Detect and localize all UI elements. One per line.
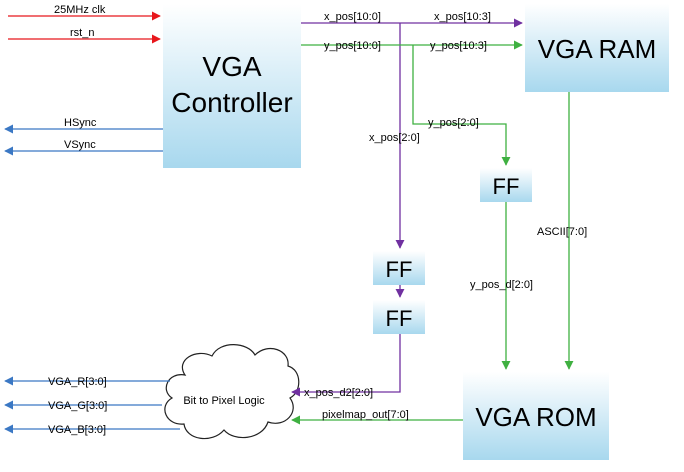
vga-rom-title: VGA ROM [475,402,596,432]
clk-label: 25MHz clk [54,4,106,16]
vga-b-wire: VGA_B[3:0] [4,424,180,436]
bit-to-pixel-logic-cloud: Bit to Pixel Logic [164,344,300,440]
pixel-logic-label: Bit to Pixel Logic [183,395,265,407]
vga-ram-block: VGA RAM [525,4,669,92]
ff-x1-block: FF [373,251,425,285]
y-pos-out-label: y_pos[10:0] [324,40,381,52]
hsync-label: HSync [64,117,97,129]
vga-g-label: VGA_G[3:0] [48,400,107,412]
pixelmap-label: pixelmap_out[7:0] [322,409,409,421]
vga-r-label: VGA_R[3:0] [48,376,107,388]
vga-ram-title: VGA RAM [538,34,656,64]
vsync-wire: VSync [4,139,163,156]
x-pos-d2-label: x_pos_d2[2:0] [304,387,373,399]
vga-g-wire: VGA_G[3:0] [4,400,162,412]
ff-x1-label: FF [386,257,413,282]
y-pos-ram-label: y_pos[10:3] [430,40,487,52]
ff-x2-label: FF [386,306,413,331]
ascii-label: ASCII[7:0] [537,226,587,238]
x-pos-wire: x_pos[10:0] x_pos[10:3] x_pos[2:0] x_pos… [291,11,523,399]
y-pos-wire: y_pos[10:0] y_pos[10:3] y_pos[2:0] ASCII… [291,40,587,425]
y-pos-d-label: y_pos_d[2:0] [470,279,533,291]
y-pos-low-label: y_pos[2:0] [428,117,479,129]
x-pos-ram-label: x_pos[10:3] [434,11,491,23]
vga-r-wire: VGA_R[3:0] [4,376,170,388]
x-pos-out-label: x_pos[10:0] [324,11,381,23]
vsync-label: VSync [64,139,96,151]
ff-y-block: FF [480,168,532,202]
rst-label: rst_n [70,27,94,39]
rst-wire: rst_n [8,27,161,44]
vga-b-label: VGA_B[3:0] [48,424,106,436]
clk-wire: 25MHz clk [8,4,161,21]
ff-x2-block: FF [373,300,425,334]
vga-controller-title-line1: VGA [202,51,261,82]
vga-rom-block: VGA ROM [463,372,609,460]
x-pos-low-label: x_pos[2:0] [369,132,420,144]
vga-controller-block: VGA Controller [163,4,301,168]
ff-y-label: FF [493,174,520,199]
hsync-wire: HSync [4,117,163,134]
vga-controller-title-line2: Controller [171,87,292,118]
